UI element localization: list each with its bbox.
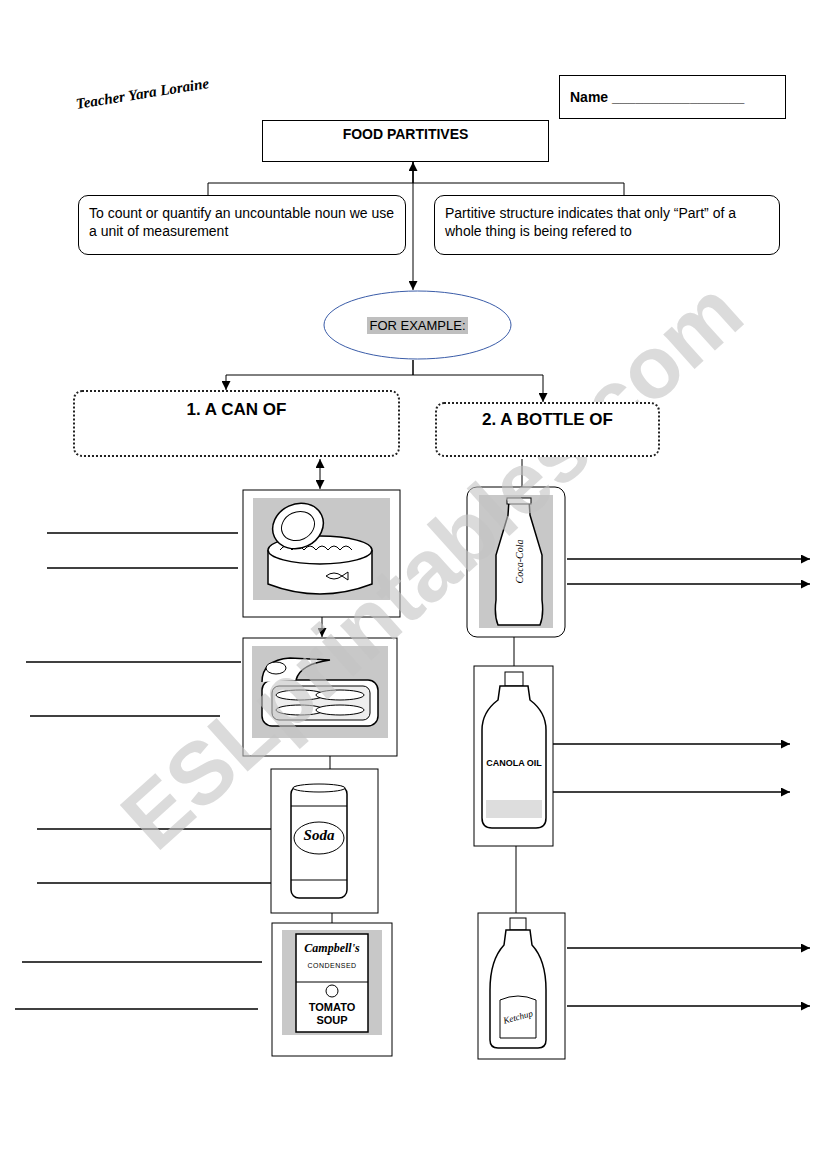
connector-line: [226, 360, 413, 390]
node-text: FOR EXAMPLE:: [367, 317, 467, 334]
definition-box: Partitive structure indicates that only …: [434, 195, 780, 255]
node-text: Partitive structure indicates that only …: [445, 204, 769, 240]
bottle-label-text: CANOLA OIL: [486, 758, 542, 769]
node-text: To count or quantify an uncountable noun…: [89, 204, 395, 240]
soup-can-picture: [272, 923, 392, 1056]
can-brand-text: Campbell's: [298, 941, 366, 956]
connector-line: [413, 360, 543, 402]
title-box: FOOD PARTITIVES: [262, 120, 549, 162]
ellipse-shape: [324, 291, 511, 359]
connector-line: [413, 162, 414, 290]
example-ellipse: FOR EXAMPLE:: [323, 290, 512, 360]
connector-line: [413, 162, 624, 195]
connector-line: [208, 162, 413, 195]
definition-box: To count or quantify an uncountable noun…: [78, 195, 406, 255]
can-product-text: TOMATO SOUP: [298, 1001, 366, 1026]
can-brand-text: Soda: [293, 827, 345, 844]
bottle-brand-text: Coca-Cola: [514, 532, 525, 592]
category-box: 2. A BOTTLE OF: [435, 402, 660, 457]
node-text: FOOD PARTITIVES: [343, 126, 469, 142]
name-box: Name _________________: [559, 75, 786, 119]
can-small-text: CONDENSED: [298, 962, 366, 969]
oil-bottle-picture: [474, 666, 553, 846]
soda-can-picture: [271, 769, 378, 913]
node-text: 2. A BOTTLE OF: [482, 410, 613, 430]
node-text: 1. A CAN OF: [187, 400, 287, 420]
author-label: Teacher Yara Loraine: [75, 70, 246, 113]
category-box: 1. A CAN OF: [73, 390, 400, 457]
node-text: Name _________________: [570, 89, 744, 105]
ketchup-bottle-picture: [478, 913, 565, 1059]
